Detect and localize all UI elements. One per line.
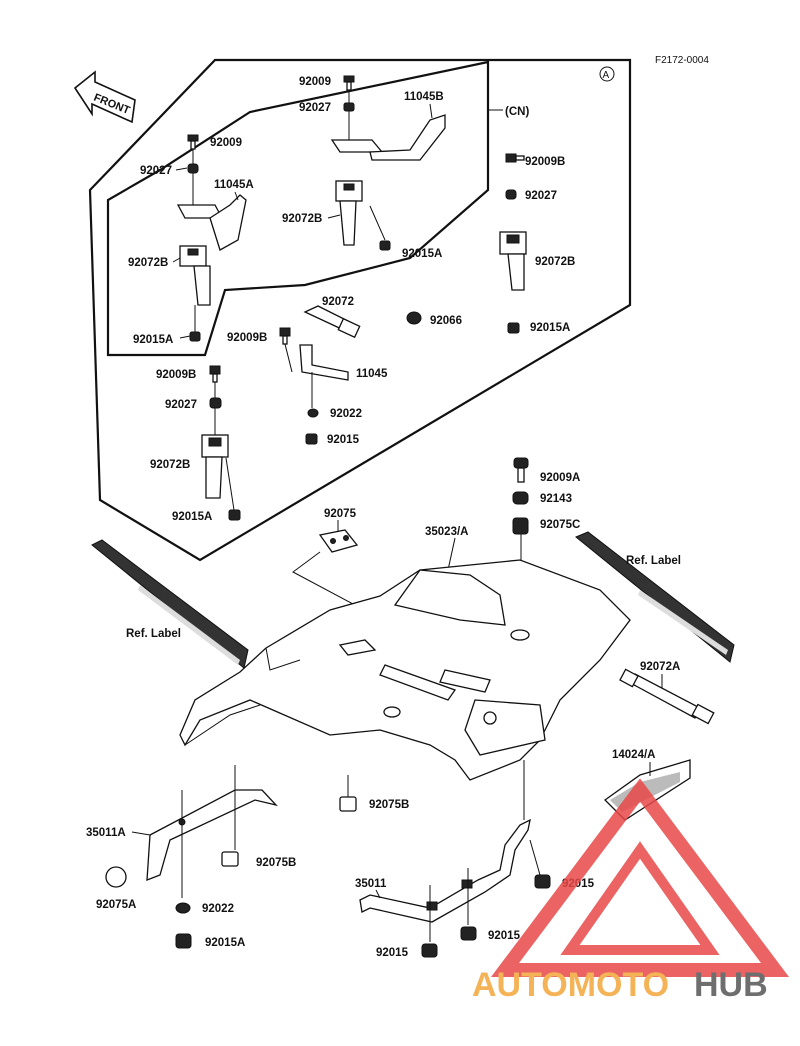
label-35011A: 35011A [86, 827, 126, 839]
bolt-92009B-right [505, 153, 525, 163]
label-11045A: 11045A [214, 179, 254, 191]
label-92027-left: 92027 [140, 165, 172, 177]
grommet-92075C [512, 517, 529, 535]
bolt-92009B-mid [279, 327, 291, 345]
bolt-92009A [513, 457, 529, 483]
clamp-92072B-left [179, 245, 211, 306]
ref-label-right: Ref. Label [626, 555, 681, 567]
washer-92027-low [209, 397, 222, 409]
label-92072A: 92072A [640, 661, 680, 673]
bracket-11045 [299, 344, 349, 381]
outer-frame [88, 58, 632, 562]
nut-92015A-left [189, 331, 201, 342]
ref-label-strip-right [575, 531, 735, 663]
clamp-92072B-low [201, 434, 229, 499]
nut-92015-right [534, 874, 551, 889]
washer-92027-top [343, 102, 355, 112]
label-92072: 92072 [322, 296, 354, 308]
label-92075B-low: 92075B [256, 857, 296, 869]
cn-label: (CN) [505, 106, 529, 118]
diagram-code: F2172-0004 [655, 55, 709, 66]
bolt-92009-top [343, 75, 355, 91]
washer-92022-low [175, 902, 191, 914]
nut-92015A-bottom [175, 933, 192, 949]
ref-label-left: Ref. Label [126, 628, 181, 640]
rear-fender-35023 [179, 559, 631, 781]
watermark-text-2: HUB [694, 966, 768, 1004]
label-92009B-mid: 92009B [227, 332, 267, 344]
label-92022-low: 92022 [202, 903, 234, 915]
label-92075C: 92075C [540, 519, 580, 531]
nut-92015A-mid [379, 240, 391, 251]
clamp-92072B-right [499, 231, 527, 291]
cn-frame [106, 60, 490, 357]
strap-92072A [619, 668, 715, 725]
front-arrow-icon: FRONT [73, 70, 136, 124]
bumper-92075B-low [221, 851, 239, 867]
label-92009B-right: 92009B [525, 156, 565, 168]
label-92143: 92143 [540, 493, 572, 505]
label-92015A-right: 92015A [530, 322, 570, 334]
label-92072B-right: 92072B [535, 256, 575, 268]
label-92015A-left: 92015A [133, 334, 173, 346]
label-35011: 35011 [355, 878, 387, 890]
nut-92015-bot [421, 943, 438, 958]
nut-92015-bot-right [460, 926, 477, 941]
label-92009B-low: 92009B [156, 369, 196, 381]
label-92072B-mid: 92072B [282, 213, 322, 225]
cap-92075A [105, 866, 127, 888]
label-92015A-mid: 92015A [402, 248, 442, 260]
label-11045B: 11045B [404, 91, 444, 103]
bumper-92075B-center [339, 796, 357, 812]
washer-92143 [512, 491, 529, 505]
label-92027-right: 92027 [525, 190, 557, 202]
label-92075: 92075 [324, 508, 357, 520]
nut-92015-mid [305, 433, 318, 445]
label-92072B-low: 92072B [150, 459, 190, 471]
svg-text:A: A [603, 70, 610, 81]
label-92066: 92066 [430, 315, 462, 327]
label-92009A: 92009A [540, 472, 580, 484]
label-92009-left: 92009 [210, 137, 242, 149]
grommet-92066 [406, 311, 422, 325]
label-92075A: 92075A [96, 899, 136, 911]
strap-92072 [303, 305, 361, 339]
clamp-92072B-mid [335, 180, 363, 246]
washer-92027-right [505, 189, 517, 200]
watermark-text-1: AUTOMOTO [472, 966, 669, 1004]
rubber-92075 [318, 529, 359, 553]
label-92075B-center: 92075B [369, 799, 409, 811]
stay-35011 [359, 818, 531, 923]
watermark-logo: AUTOMOTO HUB [472, 778, 789, 1004]
nut-92015A-right [507, 322, 520, 334]
label-92015A-bottom: 92015A [205, 937, 245, 949]
bracket-11045B [330, 114, 446, 161]
marker-a: A [599, 66, 615, 82]
nut-92015A-low [228, 509, 241, 521]
washer-92022-mid [307, 408, 319, 418]
label-92015A-low: 92015A [172, 511, 212, 523]
label-35023A: 35023/A [425, 526, 468, 538]
stay-35011A [146, 789, 278, 881]
label-92009-top: 92009 [299, 76, 331, 88]
bolt-92009B-low [209, 365, 221, 383]
label-92015-bot-right: 92015 [488, 930, 521, 942]
label-92015-mid: 92015 [327, 434, 360, 446]
label-92015-bot: 92015 [376, 947, 409, 959]
label-92022-mid: 92022 [330, 408, 362, 420]
label-14024A: 14024/A [612, 749, 655, 761]
label-92027-top: 92027 [299, 102, 331, 114]
ref-label-strip-left [91, 539, 249, 669]
label-92027-low: 92027 [165, 399, 197, 411]
label-11045: 11045 [356, 368, 388, 380]
label-92072B-left: 92072B [128, 257, 168, 269]
washer-92027-left [187, 163, 199, 174]
bracket-11045A [176, 194, 247, 251]
